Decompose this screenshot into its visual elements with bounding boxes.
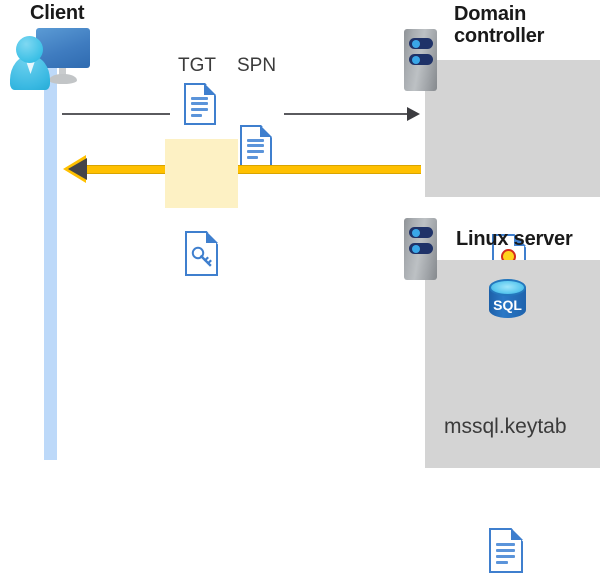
database-cylinder-top (489, 279, 526, 296)
document-fold (260, 125, 272, 137)
response-line-left (84, 165, 168, 174)
client-lifeline (44, 62, 57, 460)
database-label: SQL (493, 297, 522, 313)
document-line (496, 549, 515, 552)
document-line (191, 97, 208, 100)
server-indicator-bar (409, 227, 433, 238)
server-indicator-bar (409, 38, 433, 49)
tgt-label: TGT (178, 55, 216, 76)
key-glyph (191, 246, 212, 267)
request-line-right (284, 113, 408, 115)
monitor-screen (36, 28, 90, 68)
domain-controller-server-icon (404, 29, 437, 91)
user-head (16, 36, 43, 63)
client-label: Client (30, 2, 85, 24)
document-line (247, 144, 264, 147)
monitor-neck (59, 68, 66, 76)
user-collar (25, 58, 36, 74)
spn-label: SPN (237, 55, 277, 76)
domain-controller-label: Domain controller (454, 3, 544, 48)
user-computer-icon (4, 28, 92, 90)
document-fold (511, 528, 523, 540)
document-fold (206, 231, 218, 243)
key-document-icon (185, 231, 218, 276)
document-line (496, 543, 515, 546)
document-line (191, 114, 202, 117)
request-line-left (62, 113, 170, 115)
document-line (247, 150, 264, 153)
document-line (496, 561, 508, 564)
server-indicator-bar (409, 243, 433, 254)
monitor-base (49, 74, 77, 84)
domain-controller-panel (425, 60, 600, 197)
request-arrowhead (407, 107, 420, 121)
linux-server-server-icon (404, 218, 437, 280)
response-line-right (231, 165, 421, 174)
keytab-document-icon (489, 528, 523, 573)
diagram-canvas: Client TGT SPN (0, 0, 600, 468)
server-indicator-bar (409, 54, 433, 65)
document-line (247, 139, 264, 142)
response-arrowhead (68, 158, 87, 180)
tgt-document-icon (184, 83, 216, 125)
document-line (191, 102, 208, 105)
document-fold (204, 83, 216, 95)
document-line (496, 555, 515, 558)
document-line (247, 156, 258, 159)
sql-database-icon: SQL (489, 279, 526, 326)
domain-controller-label-line2: controller (454, 25, 545, 48)
domain-controller-label-line1: Domain (454, 3, 527, 25)
document-line (191, 108, 208, 111)
document-sheet (185, 231, 218, 276)
keytab-filename-label: mssql.keytab (444, 415, 567, 438)
linux-server-label: Linux server (456, 228, 573, 250)
response-highlight-box (165, 139, 238, 208)
spn-document-icon (240, 125, 272, 167)
